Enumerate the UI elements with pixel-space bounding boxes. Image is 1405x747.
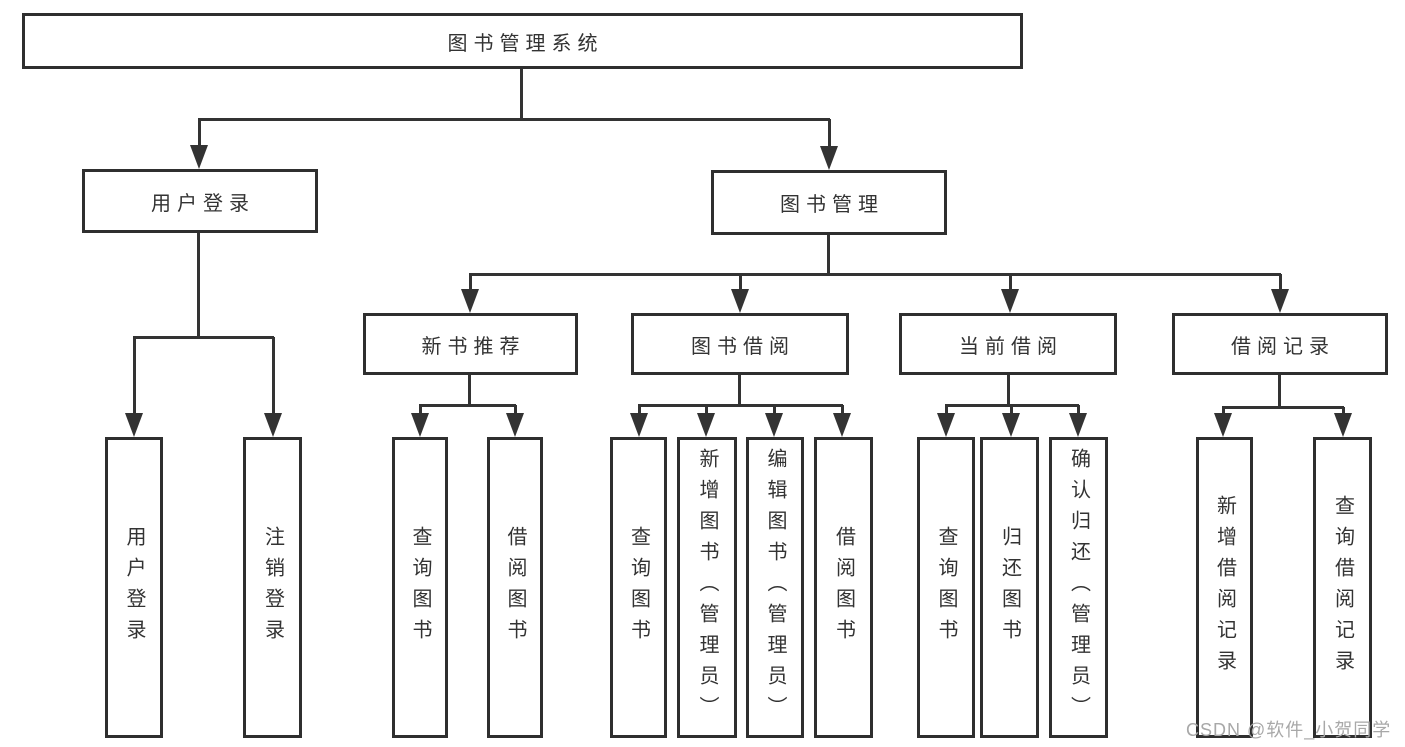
arrowhead-down-icon: [1069, 413, 1087, 437]
connector-line: [469, 273, 1281, 276]
leaf-add-books-admin-label: 新增图书（管理员）: [696, 448, 718, 727]
arrowhead-down-icon: [731, 289, 749, 313]
leaf-borrow-books-recommend: 借阅图书: [487, 437, 543, 738]
leaf-edit-books-admin-label: 编辑图书（管理员）: [764, 448, 786, 727]
arrowhead-down-icon: [1002, 413, 1020, 437]
leaf-query-books-current: 查询图书: [917, 437, 975, 738]
node-book-borrowing: 图书借阅: [631, 313, 849, 375]
leaf-query-books-recommend: 查询图书: [392, 437, 448, 738]
connector-line: [1342, 407, 1345, 417]
leaf-query-books-borrowing: 查询图书: [610, 437, 667, 738]
node-user-login: 用户登录: [82, 169, 318, 233]
connector-line: [514, 405, 517, 417]
connector-line: [1222, 406, 1344, 409]
leaf-query-books-recommend-label: 查询图书: [409, 525, 431, 650]
connector-line: [1278, 375, 1281, 409]
leaf-logout: 注销登录: [243, 437, 302, 738]
leaf-logout-label: 注销登录: [261, 525, 284, 650]
arrowhead-down-icon: [125, 413, 143, 437]
connector-line: [1222, 407, 1225, 417]
leaf-borrow-books-label: 借阅图书: [832, 525, 855, 650]
arrowhead-down-icon: [820, 146, 838, 170]
leaf-user-login: 用户登录: [105, 437, 163, 738]
leaf-borrow-books: 借阅图书: [814, 437, 873, 738]
leaf-query-borrow-record-label: 查询借阅记录: [1331, 494, 1354, 681]
leaf-confirm-return-admin-label: 确认归还（管理员）: [1067, 448, 1090, 727]
arrowhead-down-icon: [461, 289, 479, 313]
connector-line: [198, 119, 201, 149]
connector-line: [827, 235, 830, 276]
connector-line: [419, 404, 516, 407]
node-user-login-label: 用户登录: [151, 192, 255, 215]
connector-line: [197, 233, 200, 339]
connector-line: [773, 405, 776, 417]
arrowhead-down-icon: [630, 413, 648, 437]
connector-line: [469, 274, 472, 293]
leaf-return-books: 归还图书: [980, 437, 1039, 738]
connector-line: [841, 405, 844, 417]
connector-line: [272, 337, 275, 417]
arrowhead-down-icon: [765, 413, 783, 437]
node-book-borrowing-label: 图书借阅: [691, 335, 795, 358]
watermark-text: CSDN @软件_小贺同学: [1186, 720, 1392, 740]
connector-line: [828, 119, 831, 150]
leaf-borrow-books-recommend-label: 借阅图书: [504, 525, 526, 650]
node-book-management: 图书管理: [711, 170, 947, 235]
node-library-system-label: 图书管理系统: [447, 32, 604, 55]
node-new-book-recommendation-label: 新书推荐: [421, 335, 526, 358]
arrowhead-down-icon: [1001, 289, 1019, 313]
arrowhead-down-icon: [1214, 413, 1232, 437]
connector-line: [1010, 405, 1013, 417]
arrowhead-down-icon: [190, 145, 208, 169]
connector-line: [468, 375, 471, 407]
leaf-confirm-return-admin: 确认归还（管理员）: [1049, 437, 1108, 738]
node-current-borrowing: 当前借阅: [899, 313, 1117, 375]
connector-line: [1007, 375, 1010, 407]
connector-line: [638, 405, 641, 417]
connector-line: [1077, 405, 1080, 417]
arrowhead-down-icon: [264, 413, 282, 437]
connector-line: [520, 69, 523, 121]
connector-line: [638, 404, 843, 407]
leaf-add-borrow-record-label: 新增借阅记录: [1213, 494, 1236, 681]
leaf-query-books-borrowing-label: 查询图书: [627, 525, 650, 650]
arrowhead-down-icon: [937, 413, 955, 437]
arrowhead-down-icon: [833, 413, 851, 437]
node-borrowing-records: 借阅记录: [1172, 313, 1388, 375]
node-book-management-label: 图书管理: [780, 194, 884, 216]
leaf-return-books-label: 归还图书: [998, 525, 1021, 650]
arrowhead-down-icon: [1334, 413, 1352, 437]
node-library-system: 图书管理系统: [22, 13, 1023, 69]
connector-line: [1279, 274, 1282, 293]
connector-line: [198, 118, 830, 121]
connector-line: [1009, 274, 1012, 293]
connector-line: [945, 405, 948, 417]
node-current-borrowing-label: 当前借阅: [959, 335, 1063, 358]
connector-line: [705, 405, 708, 417]
leaf-query-books-current-label: 查询图书: [935, 525, 957, 650]
arrowhead-down-icon: [506, 413, 524, 437]
arrowhead-down-icon: [697, 413, 715, 437]
leaf-user-login-label: 用户登录: [123, 525, 145, 650]
connector-line: [133, 337, 136, 417]
connector-line: [419, 405, 422, 417]
arrowhead-down-icon: [1271, 289, 1289, 313]
node-borrowing-records-label: 借阅记录: [1231, 335, 1335, 358]
connector-line: [738, 375, 741, 407]
connector-line: [133, 336, 274, 339]
leaf-add-books-admin: 新增图书（管理员）: [677, 437, 737, 738]
arrowhead-down-icon: [411, 413, 429, 437]
node-new-book-recommendation: 新书推荐: [363, 313, 578, 375]
leaf-add-borrow-record: 新增借阅记录: [1196, 437, 1253, 738]
leaf-query-borrow-record: 查询借阅记录: [1313, 437, 1372, 738]
leaf-edit-books-admin: 编辑图书（管理员）: [746, 437, 804, 738]
connector-line: [739, 274, 742, 293]
